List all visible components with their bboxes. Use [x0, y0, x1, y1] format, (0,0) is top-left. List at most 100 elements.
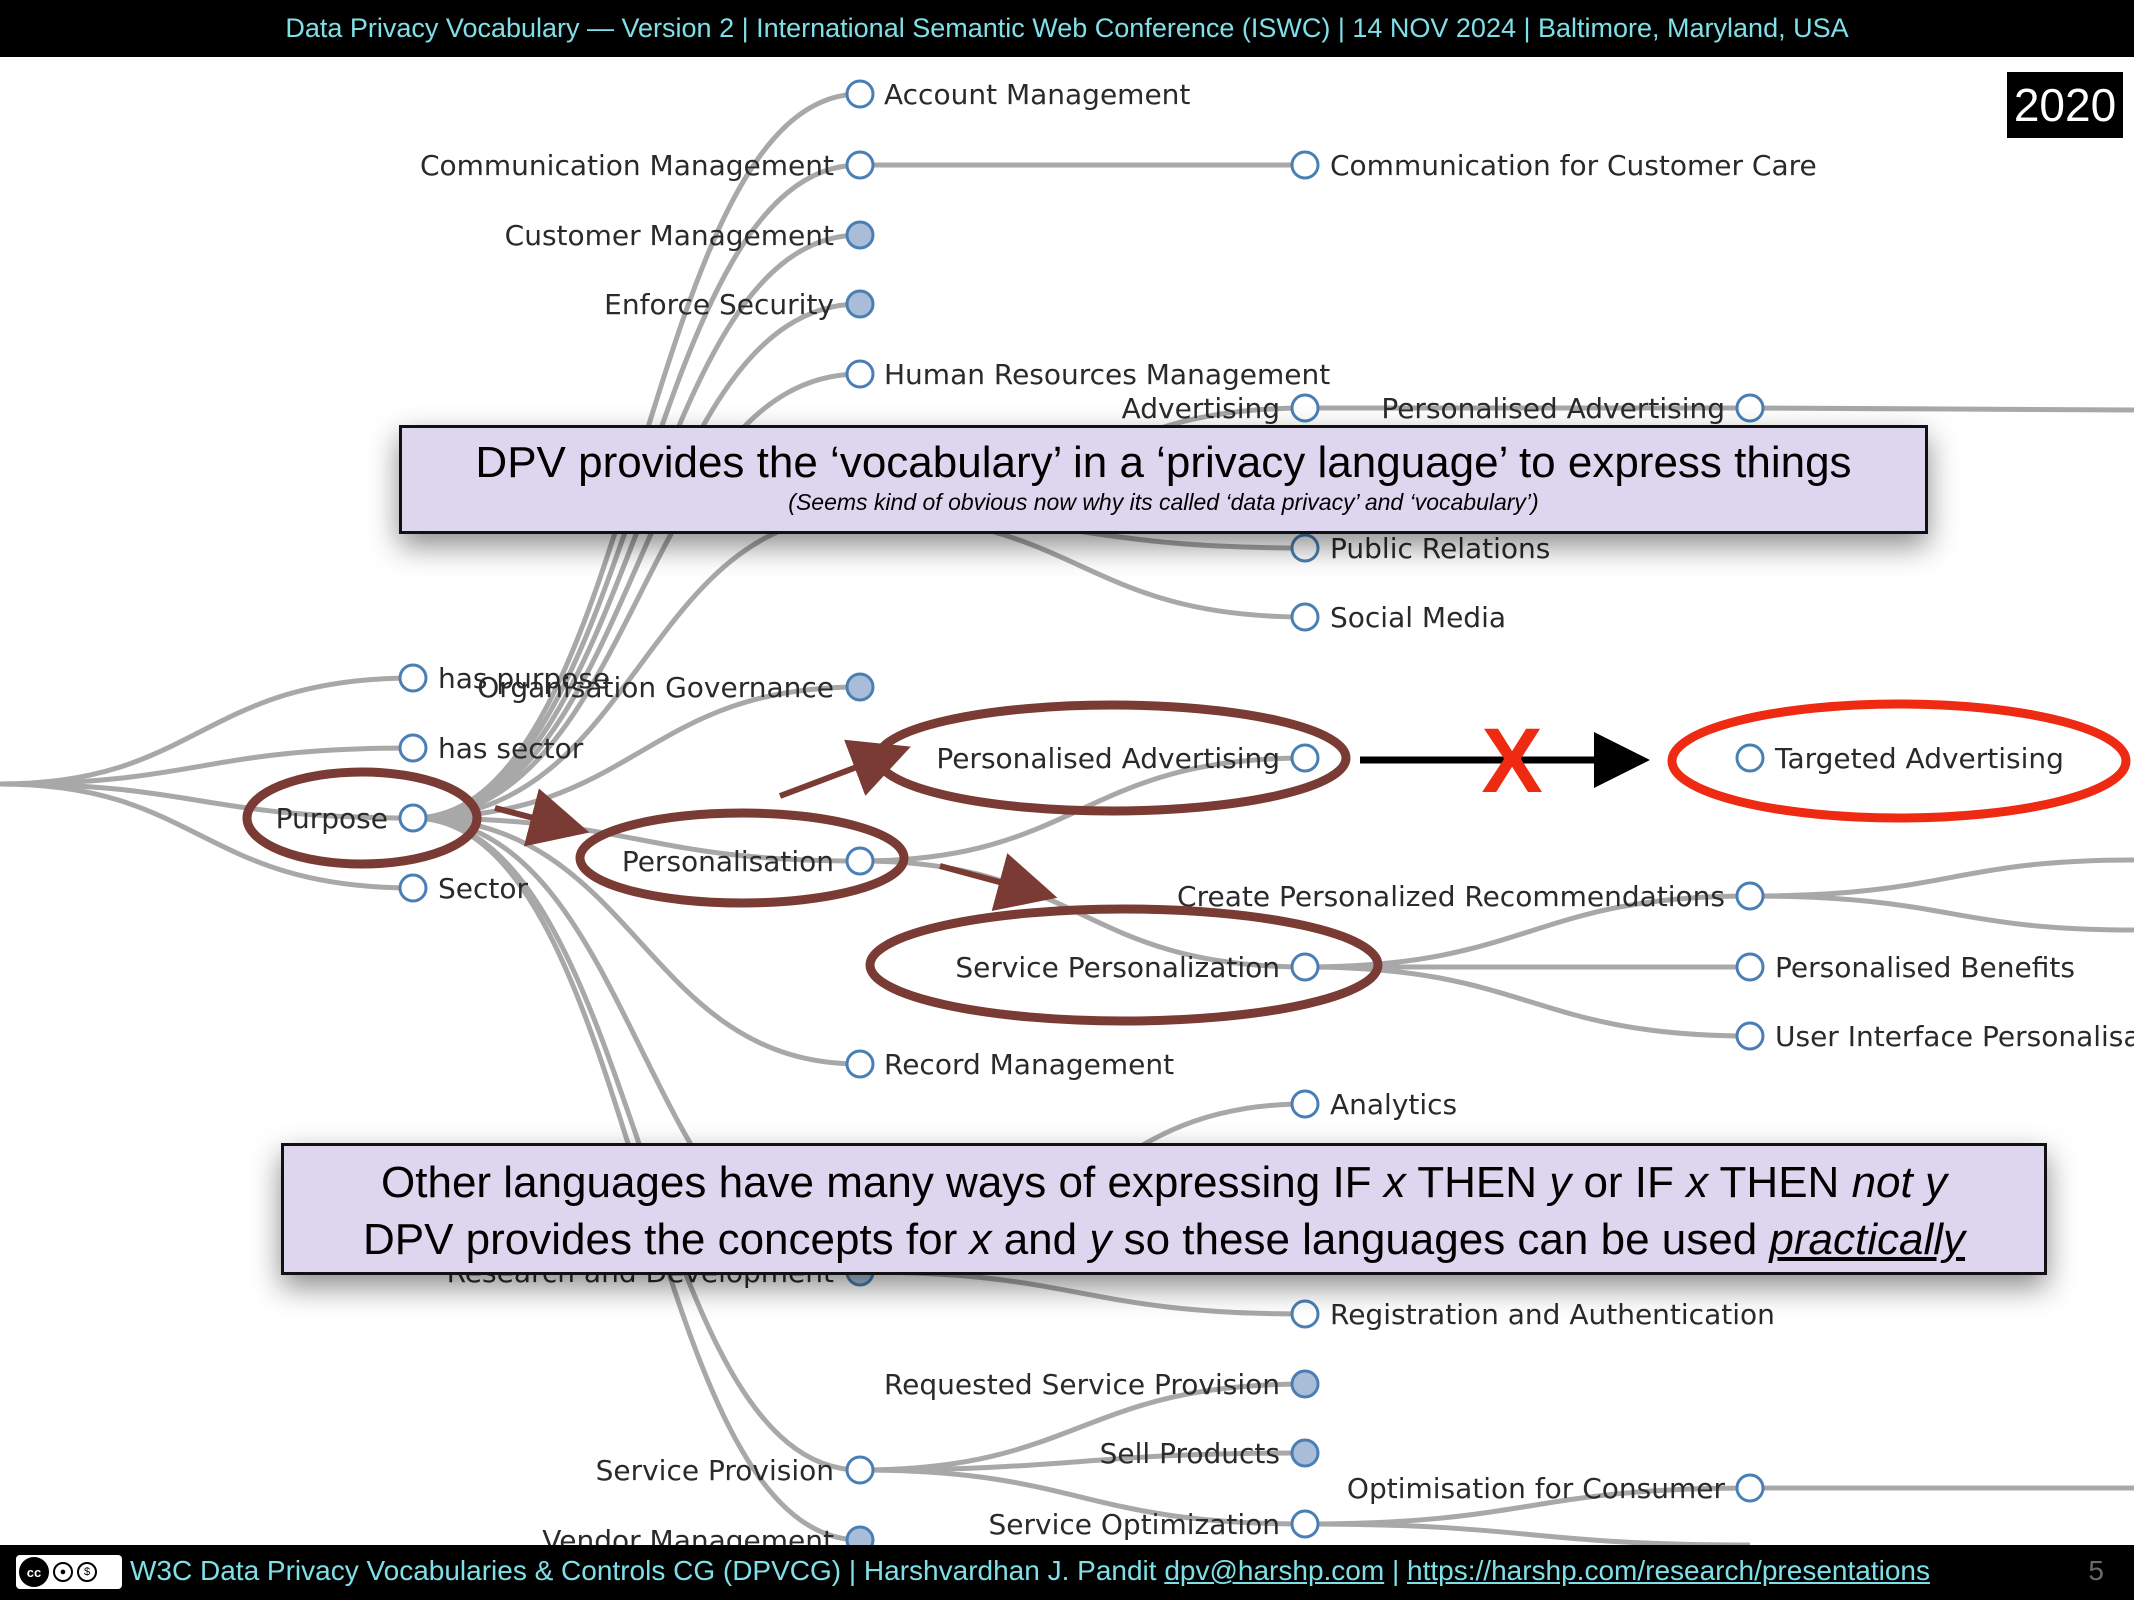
node-sector[interactable]	[398, 873, 428, 903]
label-record-management: Record Management	[884, 1048, 1174, 1081]
l1-x: x	[1383, 1158, 1406, 1207]
label-customer-management: Customer Management	[505, 219, 834, 252]
link-service-provision-sell	[859, 1450, 1306, 1473]
label-create-personalized-recommendations: Create Personalized Recommendations	[1177, 880, 1725, 913]
l1-part-d: THEN	[1708, 1158, 1852, 1207]
link-root-sector	[0, 781, 414, 891]
cc-license-badge[interactable]: cc ● $	[16, 1555, 122, 1589]
link-personalised-continue	[1749, 405, 2134, 413]
node-create-personalized-recommendations[interactable]	[1735, 881, 1765, 911]
node-analytics[interactable]	[1290, 1089, 1320, 1119]
year-badge: 2020	[2007, 72, 2123, 138]
label-social-media: Social Media	[1330, 601, 1506, 634]
label-user-interface-personalisation: User Interface Personalisat	[1775, 1020, 2134, 1053]
label-purpose: Purpose	[276, 802, 388, 835]
link-optimization-consumer	[1304, 1485, 1751, 1527]
link-purpose-personalisation	[412, 815, 861, 864]
node-targeted-advertising[interactable]	[1735, 743, 1765, 773]
callout-vocabulary-sub: (Seems kind of obvious now why its calle…	[788, 489, 1539, 515]
label-sector: Sector	[438, 872, 529, 905]
l1-part-a: Other languages have many ways of expres…	[381, 1158, 1384, 1207]
arrow-purpose-to-personalisation	[494, 788, 590, 847]
node-service-optimization[interactable]	[1290, 1509, 1320, 1539]
label-enforce-security: Enforce Security	[604, 288, 834, 321]
node-human-resources-management[interactable]	[845, 359, 875, 389]
node-has-purpose[interactable]	[398, 663, 428, 693]
annotations: X	[242, 699, 2131, 1026]
highlight-targeted-advertising	[1667, 699, 2131, 823]
node-registration-and-authentication[interactable]	[1290, 1299, 1320, 1329]
node-requested-service-provision[interactable]	[1290, 1369, 1320, 1399]
label-human-resources-management: Human Resources Management	[884, 358, 1330, 391]
node-customer-management[interactable]	[845, 220, 875, 250]
node-personalised-advertising-top[interactable]	[1735, 393, 1765, 423]
callout-languages: Other languages have many ways of expres…	[281, 1143, 2047, 1275]
node-social-media[interactable]	[1290, 602, 1320, 632]
l2-part-c: so these languages can be used	[1111, 1215, 1770, 1264]
label-communication-customer-care: Communication for Customer Care	[1330, 149, 1817, 182]
node-purpose[interactable]	[398, 803, 428, 833]
link-root-purpose	[0, 781, 414, 821]
arrow-personalisation-to-pers-adv	[778, 739, 911, 799]
node-vendor-management[interactable]	[845, 1525, 875, 1545]
label-service-provision: Service Provision	[596, 1454, 834, 1487]
callout-languages-line-2: DPV provides the concepts for x and y so…	[284, 1211, 2044, 1268]
label-analytics: Analytics	[1330, 1088, 1457, 1121]
link-root-has-sector	[0, 745, 414, 787]
l1-part-b: THEN	[1405, 1158, 1550, 1207]
node-record-management[interactable]	[845, 1049, 875, 1079]
purpose-tree-diagram: Account Management Communication Managem…	[0, 78, 2134, 1545]
link-service-provision-optimization	[859, 1467, 1306, 1527]
highlight-service-personalization	[865, 904, 1383, 1026]
l1-not-y: not y	[1851, 1158, 1947, 1207]
link-optimization-continue	[1304, 1521, 1751, 1545]
footer-credit: W3C Data Privacy Vocabularies & Controls…	[130, 1555, 1165, 1586]
node-personalised-benefits[interactable]	[1735, 952, 1765, 982]
node-account-management[interactable]	[845, 79, 875, 109]
highlight-personalisation	[575, 808, 909, 908]
label-personalised-advertising: Personalised Advertising	[936, 742, 1280, 775]
node-advertising[interactable]	[1290, 393, 1320, 423]
l2-x: x	[969, 1215, 992, 1264]
label-organisation-governance: Organisation Governance	[477, 671, 834, 704]
label-requested-service-provision: Requested Service Provision	[884, 1368, 1280, 1401]
node-communication-management[interactable]	[845, 150, 875, 180]
l1-y: y	[1549, 1158, 1572, 1207]
l2-practically: practically	[1769, 1215, 1966, 1264]
node-public-relations[interactable]	[1290, 533, 1320, 563]
footer-text: W3C Data Privacy Vocabularies & Controls…	[130, 1555, 1930, 1587]
node-organisation-governance[interactable]	[845, 672, 875, 702]
header-bar: Data Privacy Vocabulary — Version 2 | In…	[0, 0, 2134, 57]
callout-vocabulary: DPV provides the ‘vocabulary’ in a ‘priv…	[399, 425, 1928, 534]
link-research-registration	[859, 1269, 1306, 1317]
label-personalisation: Personalisation	[622, 845, 834, 878]
callout-languages-line-1: Other languages have many ways of expres…	[284, 1154, 2044, 1211]
cross-mark: X	[1481, 710, 1542, 812]
node-enforce-security[interactable]	[845, 289, 875, 319]
link-service-pers-ui	[1304, 964, 1751, 1039]
node-user-interface-personalisation[interactable]	[1735, 1021, 1765, 1051]
footer-email-link[interactable]: dpv@harshp.com	[1164, 1555, 1385, 1586]
label-communication-management: Communication Management	[420, 149, 834, 182]
node-personalisation[interactable]	[845, 846, 875, 876]
node-service-provision[interactable]	[845, 1455, 875, 1485]
link-recommendations-continue-2	[1749, 893, 2134, 933]
link-service-provision-requested	[859, 1381, 1306, 1473]
footer-bar: cc ● $ W3C Data Privacy Vocabularies & C…	[0, 1545, 2134, 1600]
node-sell-products[interactable]	[1290, 1438, 1320, 1468]
node-communication-customer-care[interactable]	[1290, 150, 1320, 180]
node-has-sector[interactable]	[398, 733, 428, 763]
cc-icon: cc	[19, 1557, 49, 1587]
label-has-purpose: has purpose	[438, 662, 610, 695]
label-personalised-benefits: Personalised Benefits	[1775, 951, 2075, 984]
node-service-personalization[interactable]	[1290, 952, 1320, 982]
node-optimisation-for-consumer[interactable]	[1735, 1473, 1765, 1503]
label-targeted-advertising: Targeted Advertising	[1774, 742, 2064, 775]
l1-part-c: or IF	[1571, 1158, 1687, 1207]
label-has-sector: has sector	[438, 732, 584, 765]
node-personalised-advertising[interactable]	[1290, 743, 1320, 773]
footer-url-link[interactable]: https://harshp.com/research/presentation…	[1407, 1555, 1930, 1586]
link-root-has-purpose	[0, 675, 414, 787]
arrow-personalisation-to-service-pers	[939, 853, 1058, 912]
label-vendor-management: Vendor Management	[542, 1524, 834, 1545]
